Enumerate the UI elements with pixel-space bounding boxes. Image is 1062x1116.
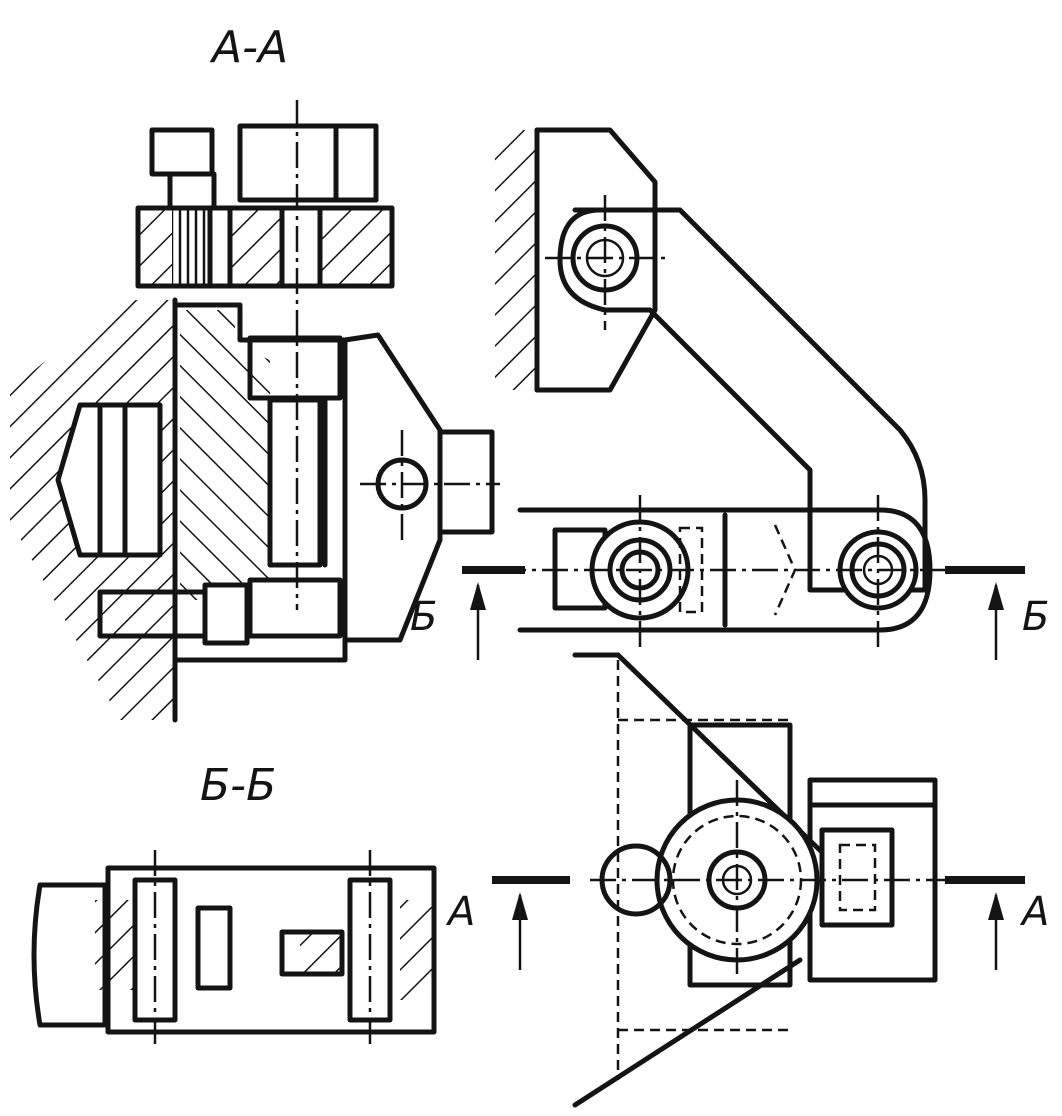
section-bb: Б-Б	[31, 760, 437, 1050]
section-aa: А-А	[10, 22, 500, 723]
main-view: Б Б А А	[410, 127, 1049, 1108]
cut-b-left-label: Б	[410, 594, 437, 640]
cut-a-right-label: А	[1019, 889, 1049, 935]
top-clamp-assembly	[135, 123, 395, 289]
cut-plane-a: А А	[445, 876, 1049, 970]
cut-b-right-label: Б	[1022, 594, 1049, 640]
bottom-screw	[97, 582, 250, 646]
upper-bracket	[534, 127, 658, 393]
cut-plane-b: Б Б	[410, 566, 1049, 660]
locating-pin	[55, 402, 163, 558]
pin-bushing	[360, 429, 500, 540]
lower-wedge-block	[572, 652, 945, 1108]
cut-a-left-label: А	[445, 889, 475, 935]
main-wall-hatch	[495, 130, 537, 390]
section-bb-title: Б-Б	[200, 760, 276, 811]
section-aa-title: А-А	[209, 22, 288, 73]
main-body-section	[172, 302, 443, 663]
lever-arm	[557, 207, 928, 593]
